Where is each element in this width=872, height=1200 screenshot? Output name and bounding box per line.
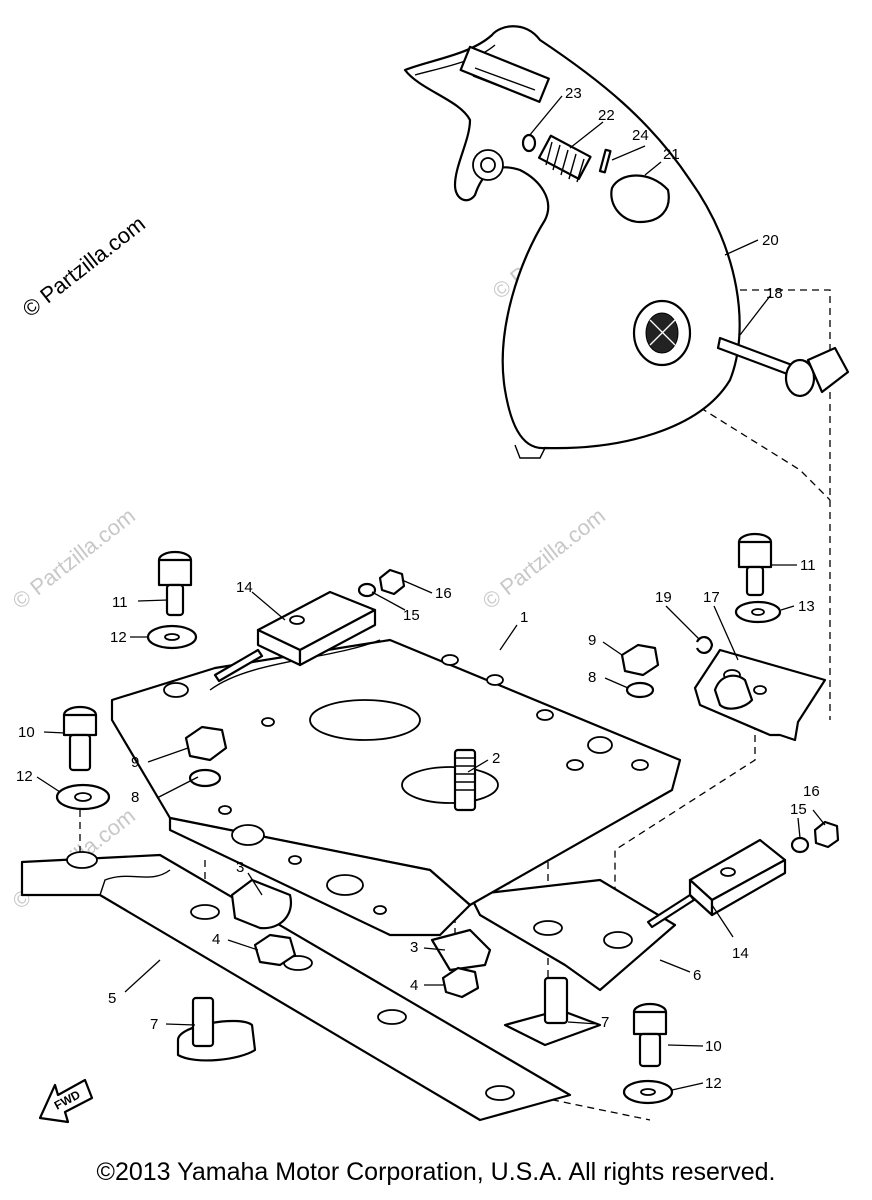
callout-23: 23 (565, 85, 582, 102)
callout-3: 3 (236, 859, 244, 876)
callout-12: 12 (110, 629, 127, 646)
shaft-18 (716, 336, 850, 398)
callout-4: 4 (410, 977, 418, 994)
callout-9: 9 (588, 632, 596, 649)
callout-18: 18 (766, 285, 783, 302)
callout-2: 2 (492, 750, 500, 767)
callout-8: 8 (131, 789, 139, 806)
clip-3-left (230, 878, 293, 930)
callout-20: 20 (762, 232, 779, 249)
washer-15-top (357, 582, 377, 598)
callout-12: 12 (16, 768, 33, 785)
callout-15: 15 (403, 607, 420, 624)
washer-13 (734, 600, 782, 624)
bolt-11-right (737, 532, 773, 597)
watermark: © Partzilla.com (18, 211, 150, 322)
leader-lines (36, 95, 826, 1091)
washer-15-bottom (790, 836, 810, 854)
callout-16: 16 (803, 783, 820, 800)
callout-6: 6 (693, 967, 701, 984)
guide-14-top (213, 590, 377, 683)
callout-10: 10 (18, 724, 35, 741)
pin-24 (598, 148, 612, 174)
bolt-10-right (632, 1002, 668, 1068)
clip-3-right (430, 928, 492, 972)
nut-4-left (253, 933, 297, 967)
plate-5 (20, 851, 572, 1122)
spring-22 (537, 134, 592, 183)
nut-9-left (184, 725, 228, 762)
stud-7-right (503, 976, 602, 1047)
washer-8-right (625, 681, 655, 699)
callout-9: 9 (131, 754, 139, 771)
washer-12-c (622, 1079, 674, 1105)
callout-7: 7 (601, 1014, 609, 1031)
callout-8: 8 (588, 669, 596, 686)
starter-cover (403, 25, 741, 459)
callout-10: 10 (705, 1038, 722, 1055)
callout-labels: 1 2 3 3 4 4 5 6 7 7 8 8 9 9 10 10 11 11 … (16, 85, 820, 1092)
callout-15: 15 (790, 801, 807, 818)
nut-9-right (620, 643, 660, 677)
bolt-11-left (157, 550, 193, 617)
nut-4-right (441, 966, 480, 999)
callout-16: 16 (435, 585, 452, 602)
callout-14: 14 (732, 945, 749, 962)
callout-13: 13 (798, 598, 815, 615)
watermark-faint: © Partzilla.com (478, 503, 610, 614)
copyright-notice: ©2013 Yamaha Motor Corporation, U.S.A. A… (96, 1158, 776, 1186)
clip-19 (695, 636, 714, 654)
callout-5: 5 (108, 990, 116, 1007)
callout-11: 11 (112, 594, 128, 611)
callout-14: 14 (236, 579, 253, 596)
fwd-arrow-icon: FWD (38, 1078, 94, 1124)
callout-4: 4 (212, 931, 220, 948)
callout-1: 1 (520, 609, 528, 626)
bracket-17 (693, 648, 827, 742)
nut-16-top (378, 568, 406, 596)
plate-6 (468, 878, 677, 992)
washer-8-left (188, 768, 222, 788)
callout-24: 24 (632, 127, 649, 144)
callout-21: 21 (663, 146, 680, 163)
callout-17: 17 (703, 589, 720, 606)
guide-14-bottom (646, 838, 787, 929)
callout-7: 7 (150, 1016, 158, 1033)
stud-2 (453, 748, 477, 812)
knob-21 (610, 174, 670, 224)
washer-12-b (55, 783, 111, 811)
callout-11: 11 (800, 557, 816, 574)
washer-12-a (146, 624, 198, 650)
washer-23 (521, 133, 537, 153)
nut-16-bottom (813, 820, 840, 849)
stud-7-left (176, 996, 257, 1062)
callout-22: 22 (598, 107, 615, 124)
callout-12: 12 (705, 1075, 722, 1092)
callout-3: 3 (410, 939, 418, 956)
bolt-10-left (62, 705, 98, 772)
callout-19: 19 (655, 589, 672, 606)
